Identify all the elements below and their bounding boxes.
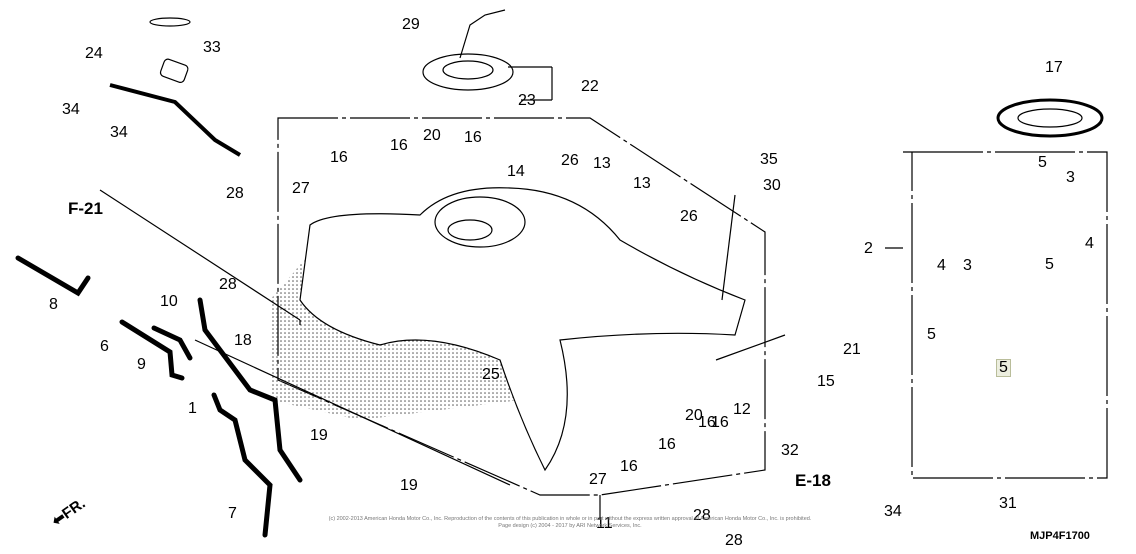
copyright-line-1: (c) 2002-2013 American Honda Motor Co., … (328, 516, 812, 522)
callout-25[interactable]: 25 (482, 366, 500, 383)
callout-21[interactable]: 21 (843, 341, 861, 358)
callout-28[interactable]: 28 (219, 276, 237, 293)
fuel-cap-icon (422, 53, 514, 91)
copyright-notice: (c) 2002-2013 American Honda Motor Co., … (300, 516, 840, 530)
callout-5-highlighted[interactable]: 5 (996, 359, 1011, 377)
callout-34[interactable]: 34 (62, 101, 80, 118)
callout-16[interactable]: 16 (658, 436, 676, 453)
callout-23[interactable]: 23 (518, 92, 536, 109)
hose-8-icon (15, 255, 91, 297)
callout-30[interactable]: 30 (763, 177, 781, 194)
filler-neck-icon (434, 196, 526, 248)
callout-16[interactable]: 16 (330, 149, 348, 166)
hose-9-icon (119, 319, 185, 381)
callout-35[interactable]: 35 (760, 151, 778, 168)
callout-5[interactable]: 5 (1038, 154, 1047, 171)
callout-26[interactable]: 26 (561, 152, 579, 169)
callout-3[interactable]: 3 (1066, 169, 1075, 186)
callout-6[interactable]: 6 (100, 338, 109, 355)
callout-13[interactable]: 13 (633, 175, 651, 192)
callout-5[interactable]: 5 (1045, 256, 1054, 273)
callout-16[interactable]: 16 (464, 129, 482, 146)
callout-13[interactable]: 13 (593, 155, 611, 172)
callout-3[interactable]: 3 (963, 257, 972, 274)
callout-4[interactable]: 4 (1085, 235, 1094, 252)
reference-f21[interactable]: F-21 (68, 199, 103, 218)
callout-34[interactable]: 34 (884, 503, 902, 520)
diagram-code: MJP4F1700 (1030, 530, 1090, 542)
hose-7-icon (211, 392, 273, 538)
callout-18[interactable]: 18 (234, 332, 252, 349)
callout-8[interactable]: 8 (49, 296, 58, 313)
callout-33[interactable]: 33 (203, 39, 221, 56)
callout-17[interactable]: 17 (1045, 59, 1063, 76)
callout-26[interactable]: 26 (680, 208, 698, 225)
callout-4[interactable]: 4 (937, 257, 946, 274)
callout-28[interactable]: 28 (725, 532, 743, 549)
reference-e18[interactable]: E-18 (795, 471, 831, 490)
callout-16: 16 (698, 414, 716, 431)
copyright-line-2: Page design (c) 2004 - 2017 by ARI Netwo… (498, 523, 642, 529)
callout-11[interactable]: 11 (596, 515, 613, 532)
callout-10[interactable]: 10 (160, 293, 178, 310)
callout-28[interactable]: 28 (693, 507, 711, 524)
callout-19[interactable]: 19 (400, 477, 418, 494)
callout-32[interactable]: 32 (781, 442, 799, 459)
fuel-tank-icon (299, 187, 746, 472)
callout-12[interactable]: 12 (733, 401, 751, 418)
callout-27[interactable]: 27 (292, 180, 310, 197)
callout-19[interactable]: 19 (310, 427, 328, 444)
callout-1[interactable]: 1 (188, 400, 197, 417)
gasket-ring-icon (996, 98, 1104, 138)
callout-24[interactable]: 24 (85, 45, 103, 62)
hose-18-icon (197, 297, 303, 483)
callout-31[interactable]: 31 (999, 495, 1017, 512)
callout-16[interactable]: 16 (620, 458, 638, 475)
callout-20[interactable]: 20 (685, 407, 703, 424)
callout-9[interactable]: 9 (137, 356, 146, 373)
callout-29[interactable]: 29 (402, 16, 420, 33)
callout-16[interactable]: 16 (390, 137, 408, 154)
callout-34[interactable]: 34 (110, 124, 128, 141)
callout-16[interactable]: 16 (711, 414, 729, 431)
fuel-pump-group-outline (903, 151, 1108, 479)
callout-2[interactable]: 2 (864, 240, 873, 257)
callout-15[interactable]: 15 (817, 373, 835, 390)
callout-27[interactable]: 27 (589, 471, 607, 488)
callout-20[interactable]: 20 (423, 127, 441, 144)
callout-22[interactable]: 22 (581, 78, 599, 95)
hose-10-icon (151, 325, 193, 361)
callout-28[interactable]: 28 (226, 185, 244, 202)
callout-7[interactable]: 7 (228, 505, 237, 522)
callout-14[interactable]: 14 (507, 163, 525, 180)
bracket-icon (109, 83, 242, 157)
callout-5[interactable]: 5 (927, 326, 936, 343)
